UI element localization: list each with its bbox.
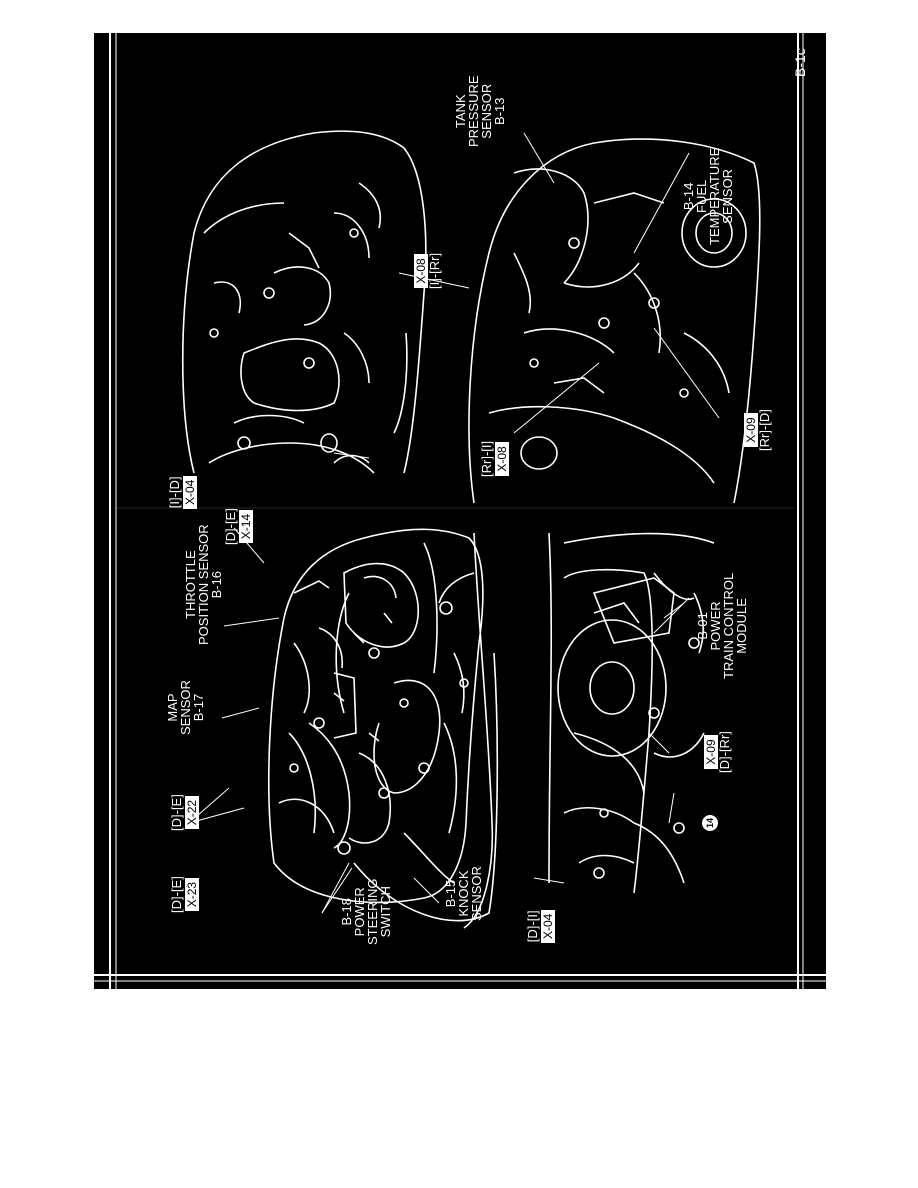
connector-x04-front-code: X-04 [183,475,197,509]
rear-body-drawing [468,138,761,504]
dashboard-drawing [548,532,715,894]
connector-x23: [D]-[E] X-23 [169,876,199,913]
connector-x14: [D]-[E] X-14 [223,508,253,545]
page-code-label: B-1c [792,48,808,77]
callout-b17-map-sensor: MAP SENSOR B-17 [165,680,206,735]
front-body-drawing [181,130,427,474]
connector-x04-dash: [D]-[I] X-04 [525,909,555,943]
label-layer: B-1c B-18 POWER STEERING SWITCH B-15 KNO… [94,33,826,989]
connector-x08-front-code: X-08 [414,254,428,288]
wiring-diagram-artwork [94,33,826,989]
connector-x04-dash-code: X-04 [541,909,555,943]
callout-b15-knock-sensor: B-15 KNOCK SENSOR [443,866,484,921]
connector-x08-rear: [Rr]-[I] X-08 [479,440,509,477]
diagram-panel: B-1c B-18 POWER STEERING SWITCH B-15 KNO… [94,33,826,989]
panel-border [94,33,826,989]
connector-x08-rear-code: X-08 [495,442,509,476]
engine-bay-drawing [268,528,499,929]
connector-x08-front: X-08 [I]-[Rr] [414,252,442,289]
connector-x23-code: X-23 [185,877,199,912]
connector-x04-front: [I]-[D] X-04 [167,475,197,509]
callout-b16-throttle-position-sensor: THROTTLE POSITION SENSOR B-16 [183,524,224,645]
connector-x22: [D]-[E] X-22 [169,794,199,831]
callout-b13-tank-pressure-sensor: TANK PRESSURE SENSOR B-13 [453,75,507,147]
ground-marker-14: 14 [700,815,718,831]
callout-b01-powertrain-control-module: B-01 POWER TRAIN CONTROL MODULE [695,572,749,679]
callout-b18-power-steering-switch: B-18 POWER STEERING SWITCH [339,878,393,945]
leader-lines [188,132,720,914]
connector-x09-rear-code: X-09 [744,413,758,447]
connector-x09-dash-code: X-09 [704,735,718,769]
callout-b14-fuel-temperature-sensor: B-14 FUEL TEMPERATURE SENSOR [681,147,735,245]
connector-x22-code: X-22 [185,795,199,830]
connector-x14-code: X-14 [239,509,253,544]
connector-x09-rear: X-09 [Rr]-[D] [744,409,772,451]
connector-x09-dash: X-09 [D]-[Rr] [704,731,732,773]
